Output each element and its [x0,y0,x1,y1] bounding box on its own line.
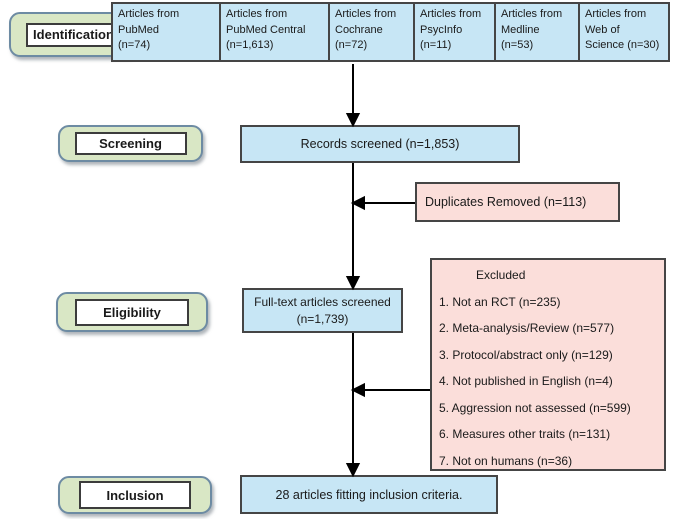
inclusion-result-box: 28 articles fitting inclusion criteria. [240,475,498,514]
source-box-medline: Articles from Medline (n=53) [494,2,580,62]
arrowhead-records-to-fulltext [345,276,361,291]
stage-label-screening: Screening [58,125,203,162]
stage-label-identification-text: Identification [25,22,122,47]
duplicates-removed-box: Duplicates Removed (n=113) [415,182,620,222]
fulltext-screened-box: Full-text articles screened (n=1,739) [242,288,403,333]
stage-label-eligibility: Eligibility [56,292,208,332]
stage-label-screening-text: Screening [74,132,187,155]
excluded-item-2: 2. Meta-analysis/Review (n=577) [439,321,615,335]
excluded-item-5: 5. Aggression not assessed (n=599) [439,400,631,415]
excluded-box: Excluded 1. Not an RCT (n=235) 2. Meta-a… [430,258,666,471]
excluded-title: Excluded [476,268,526,282]
excluded-item-3: 3. Protocol/abstract only (n=129) [439,347,613,362]
arrowhead-sources-to-records [345,113,361,128]
arrowhead-fulltext-to-inclusion [345,463,361,478]
stage-label-inclusion: Inclusion [58,476,212,514]
stage-label-eligibility-text: Eligibility [75,298,189,326]
records-screened-box: Records screened (n=1,853) [240,125,520,163]
source-box-psycinfo: Articles from PsycInfo (n=11) [413,2,496,62]
source-box-web-of-science: Articles from Web of Science (n=30) [578,2,670,62]
excluded-item-7: 7. Not on humans (n=36) [439,453,573,468]
source-box-pubmed-central: Articles from PubMed Central (n=1,613) [219,2,330,62]
excluded-item-6: 6. Measures other traits (n=131) [439,427,611,441]
arrowhead-excluded-to-flow [350,382,365,398]
excluded-item-1: 1. Not an RCT (n=235) [439,294,561,309]
duplicates-removed-text: Duplicates Removed (n=113) [425,195,587,209]
arrowhead-duplicates-to-flow [350,195,365,211]
stage-label-inclusion-text: Inclusion [79,481,191,509]
source-box-cochrane: Articles from Cochrane (n=72) [328,2,415,62]
excluded-item-4: 4. Not published in English (n=4) [439,374,613,388]
source-box-pubmed: Articles from PubMed (n=74) [111,2,221,62]
